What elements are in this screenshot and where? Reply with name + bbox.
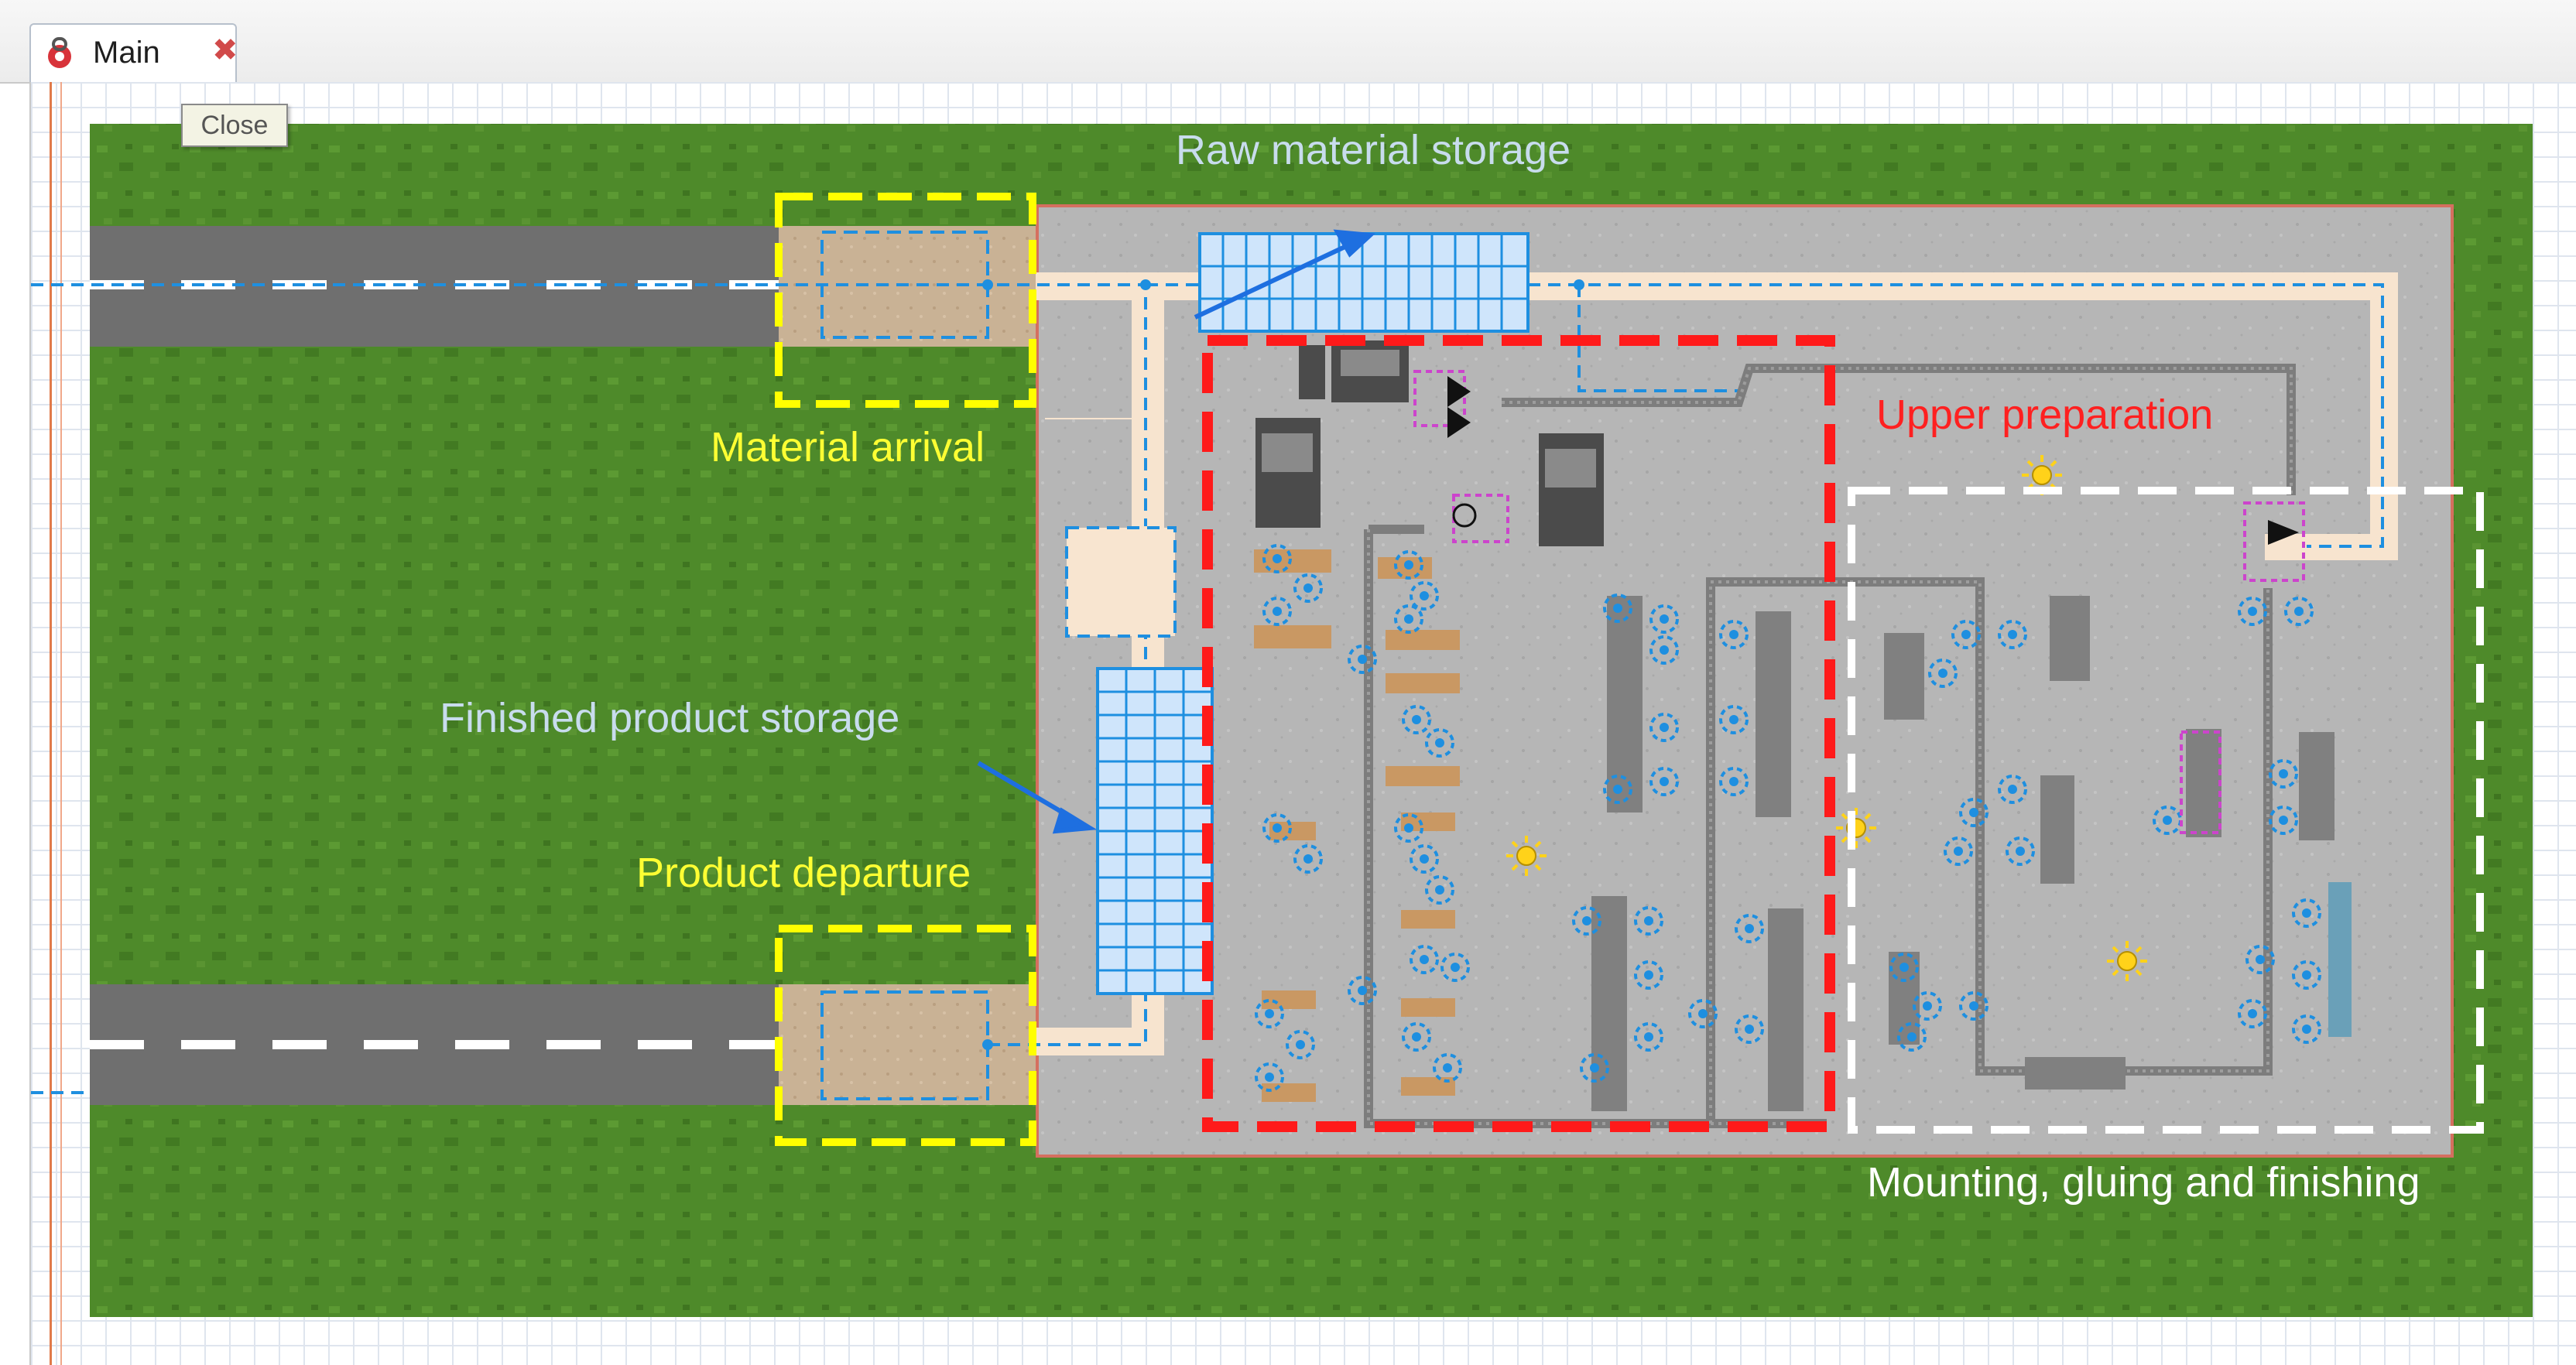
- close-tooltip: Close: [181, 104, 288, 147]
- sources-sinks: [1447, 376, 2299, 545]
- zone-outlines: [775, 193, 2484, 1146]
- close-icon[interactable]: ✖: [212, 33, 238, 67]
- tab-main[interactable]: Main ✖: [29, 23, 238, 82]
- label-product-departure: Product departure: [636, 850, 971, 896]
- zone-mounting: [1848, 487, 2484, 1134]
- label-finished-product-storage: Finished product storage: [440, 695, 899, 741]
- annotation-arrows: [977, 229, 1375, 834]
- tab-label: Main: [93, 36, 160, 70]
- label-upper-preparation: Upper preparation: [1876, 392, 2213, 438]
- zone-product-departure: [775, 925, 1036, 1146]
- editor-tab-bar: Main ✖: [0, 0, 2576, 84]
- label-raw-material-storage: Raw material storage: [1176, 127, 1571, 173]
- model-icon: [48, 37, 71, 68]
- zone-material-arrival: [775, 193, 1036, 408]
- zone-upper-preparation: [1202, 335, 1835, 1132]
- label-mounting: Mounting, gluing and finishing: [1867, 1159, 2420, 1206]
- canvas-guide-line: [50, 82, 52, 1365]
- pallets: [1254, 549, 1460, 1102]
- finished-product-rack: [1096, 667, 1214, 995]
- road-bottom: [90, 984, 779, 1105]
- raw-material-rack: [1198, 232, 1530, 333]
- label-material-arrival: Material arrival: [711, 424, 985, 470]
- canvas-guide-line: [60, 82, 62, 1365]
- buffer-area: [1065, 526, 1177, 638]
